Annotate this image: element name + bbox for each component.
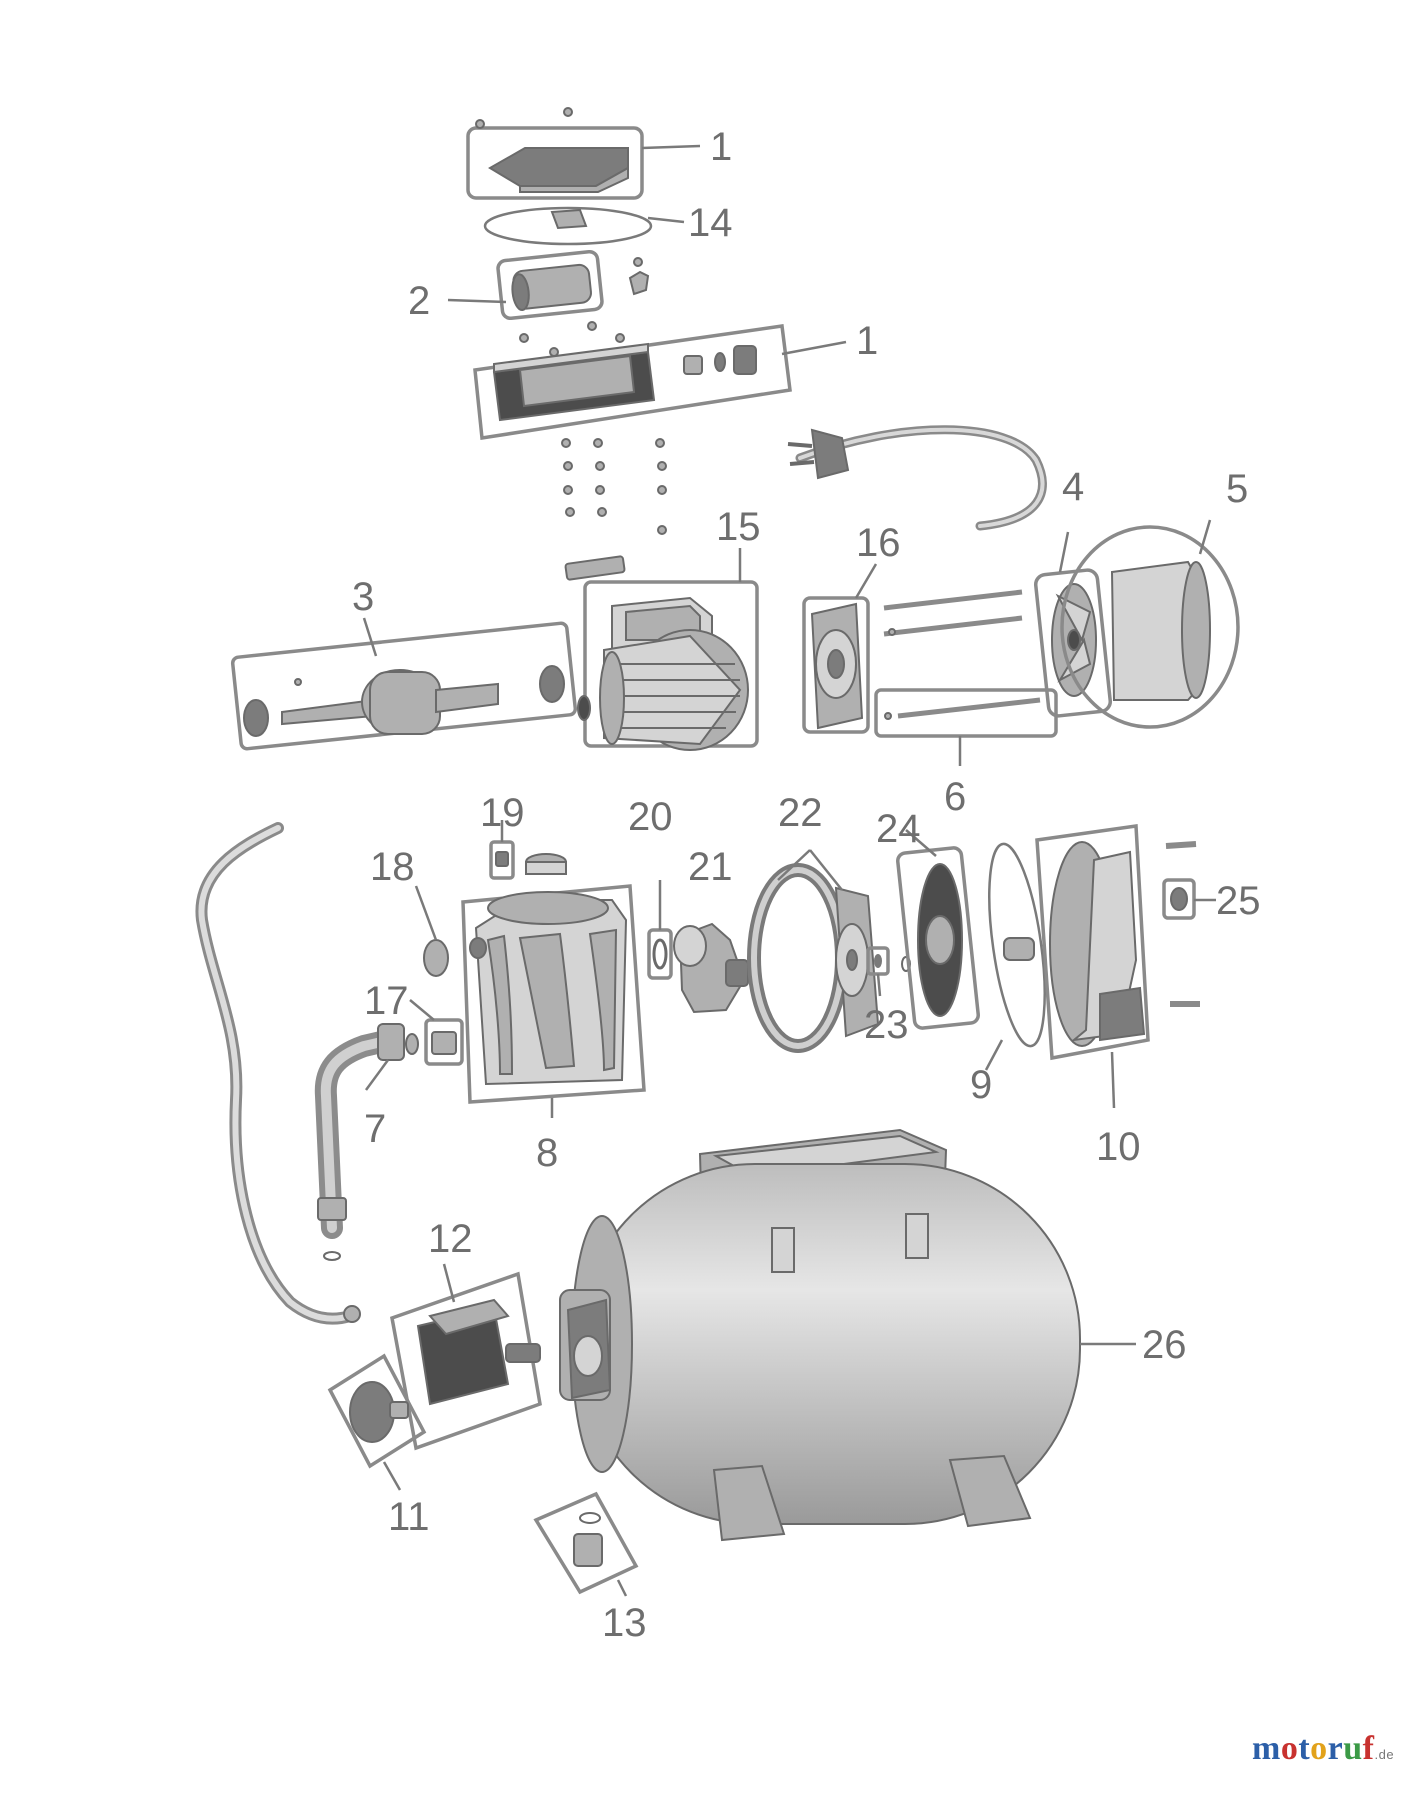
gasket <box>988 842 1046 1048</box>
watermark-letter: m <box>1252 1730 1281 1767</box>
callout-18: 18 <box>370 845 415 889</box>
callout-5: 5 <box>1226 467 1248 511</box>
cooling-fan <box>1033 568 1113 718</box>
motoruf-watermark: motoruf.de <box>1252 1730 1394 1768</box>
diffuser-rings <box>747 863 880 1053</box>
pipe-nipple <box>405 1018 464 1066</box>
callout-26: 26 <box>1142 1323 1187 1367</box>
callout-9: 9 <box>970 1063 992 1107</box>
callout-20: 20 <box>628 795 673 839</box>
watermark-suffix: .de <box>1374 1747 1395 1762</box>
watermark-letter: f <box>1362 1730 1375 1767</box>
o-ring <box>647 928 673 980</box>
callout-7: 7 <box>364 1107 386 1151</box>
watermark-letter: o <box>1280 1730 1299 1767</box>
callout-21: 21 <box>688 845 733 889</box>
callout-22: 22 <box>778 791 823 835</box>
callout-13: 13 <box>602 1601 647 1645</box>
callout-12: 12 <box>428 1217 473 1261</box>
drain-plug <box>533 1491 639 1595</box>
callout-11: 11 <box>388 1495 430 1539</box>
connection-hose <box>195 822 361 1325</box>
leader-lines <box>362 144 1216 1597</box>
inlet-fitting <box>423 939 449 977</box>
motor-housing <box>577 580 759 751</box>
pump-flange <box>1035 824 1150 1061</box>
watermark-letter: t <box>1298 1730 1311 1767</box>
motor-end-cover <box>802 596 870 734</box>
callout-6: 6 <box>944 775 966 819</box>
ejector <box>673 922 749 1014</box>
callout-25: 25 <box>1216 879 1261 923</box>
filler-plug <box>489 840 567 880</box>
terminal-screws <box>561 438 667 581</box>
impeller <box>896 846 980 1030</box>
callout-14: 14 <box>688 201 733 245</box>
watermark-letter: o <box>1310 1730 1328 1767</box>
callout-2: 2 <box>408 279 430 323</box>
callout-19: 19 <box>480 791 525 835</box>
callout-23: 23 <box>864 1003 909 1047</box>
callout-16: 16 <box>856 521 901 565</box>
pressure-tank <box>559 1128 1081 1542</box>
pressure-switch <box>390 1271 542 1451</box>
rotor <box>230 621 578 751</box>
fan-cover <box>1060 525 1240 729</box>
callout-15: 15 <box>716 505 761 549</box>
pressure-gauge <box>327 1353 427 1469</box>
callout-3: 3 <box>352 575 374 619</box>
watermark-letter: r <box>1327 1730 1344 1767</box>
pump-housing <box>461 884 646 1104</box>
callout-24: 24 <box>876 807 921 851</box>
callout-8: 8 <box>536 1131 558 1175</box>
switch-box-lid <box>466 107 644 200</box>
callout-1-lid: 1 <box>710 125 732 169</box>
callout-17: 17 <box>364 979 409 1023</box>
capacitor <box>496 249 650 321</box>
callout-1-box: 1 <box>856 319 878 363</box>
inlet-pipe <box>314 1023 405 1261</box>
switch-box <box>473 321 792 441</box>
long-rod <box>874 688 1058 738</box>
callout-labels: 1 14 2 1 4 5 15 16 3 6 19 20 22 24 18 21… <box>352 125 1261 1645</box>
power-cable <box>787 425 1047 531</box>
callout-10: 10 <box>1096 1125 1141 1169</box>
tie-rods <box>883 589 1023 637</box>
watermark-letter: u <box>1343 1730 1363 1767</box>
callout-4: 4 <box>1062 465 1084 509</box>
flange-bolts <box>1162 841 1200 1007</box>
seal-ring <box>483 206 653 246</box>
